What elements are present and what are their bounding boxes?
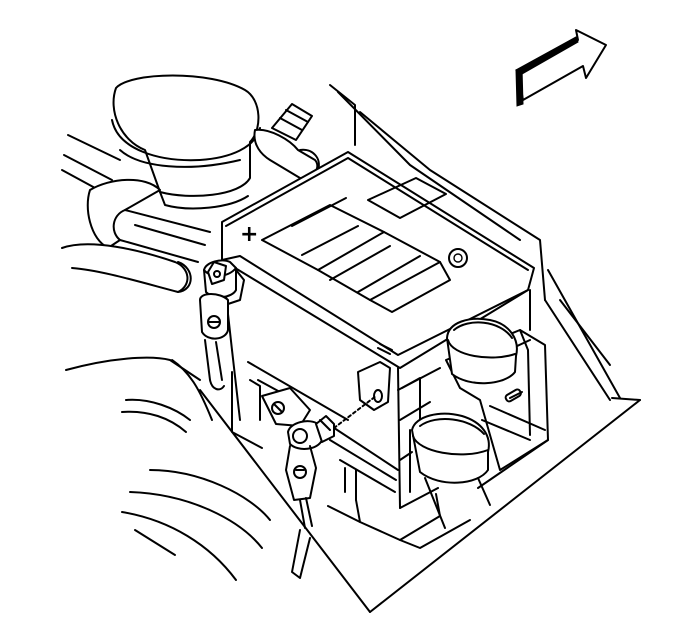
negative-cable-terminal <box>257 379 377 529</box>
engine-compartment-edge <box>329 84 641 401</box>
positive-terminal-symbol: + <box>240 222 258 247</box>
forward-arrow-icon <box>515 29 607 107</box>
hold-down-nut-lower <box>411 412 491 529</box>
sensor-fitting <box>253 103 320 180</box>
air-cleaner-housing <box>111 74 261 210</box>
hold-down-nut-upper <box>446 317 518 385</box>
fender-and-radiator-support <box>65 356 641 613</box>
battery: + <box>221 151 535 541</box>
intake-hose <box>61 134 211 293</box>
positive-cable <box>199 259 245 391</box>
